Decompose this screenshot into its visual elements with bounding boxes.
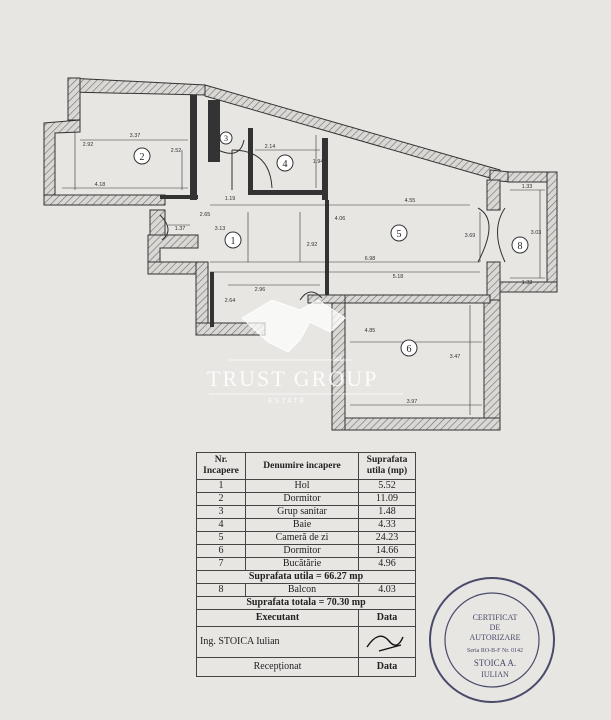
handshake-logo (209, 299, 403, 395)
dim-text: 6.98 (365, 256, 376, 262)
col-header-nr: Nr. Incapere (196, 452, 246, 480)
col-header-area: Suprafata utila (mp) (358, 452, 416, 480)
watermark-title: TRUST GROUP (207, 366, 379, 391)
room-8-label: 8 (518, 241, 523, 252)
door-swings (159, 139, 506, 301)
room-1-label: 1 (231, 236, 236, 247)
room-6-label: 6 (407, 344, 412, 355)
engineer-row: Ing. STOICA Iulian (196, 626, 416, 658)
dim-text: 4.85 (365, 328, 376, 334)
certification-stamp: CERTIFICAT DE AUTORIZARE Seria RO-B-F Nr… (429, 577, 555, 703)
dim-text: 1.37 (175, 226, 186, 232)
room-area-table: Nr. Incapere Denumire incapere Suprafata… (196, 452, 416, 677)
exterior-walls (43, 77, 558, 431)
dim-text: 2.96 (255, 287, 266, 293)
interior-walls (160, 95, 329, 327)
dim-text: 1.33 (522, 184, 533, 190)
dim-text: 2.92 (83, 142, 94, 148)
room-markers (133, 131, 529, 357)
stamp-line3: AUTORIZARE (470, 633, 521, 642)
dim-text: 4.55 (405, 198, 416, 204)
total-util-row: Suprafata utila = 66.27 mp (196, 570, 416, 584)
room-2-label: 2 (140, 152, 145, 163)
dim-text: 3.13 (215, 226, 226, 232)
dim-text: 1.19 (225, 196, 236, 202)
watermark-subtitle: ESTATE (268, 398, 307, 405)
dim-text: 5.18 (393, 274, 404, 280)
dim-text: 4.06 (335, 216, 346, 222)
stamp-line2: DE (490, 623, 501, 632)
dim-text: 4.18 (95, 182, 106, 188)
dim-text: 3.37 (130, 133, 141, 139)
dimension-lines (62, 132, 545, 415)
dim-text: 2.64 (225, 298, 236, 304)
col-header-name: Denumire incapere (245, 452, 359, 480)
dim-text: 1.33 (522, 280, 533, 286)
stamp-series: Seria RO-B-F Nr. 0142 (467, 648, 523, 654)
dim-text: 2.52 (171, 148, 182, 154)
room-3-label: 3 (224, 134, 228, 143)
watermark-tag: sci (333, 354, 342, 363)
dim-text: 2.92 (307, 242, 318, 248)
room-5-label: 5 (397, 229, 402, 240)
dim-text: 1.94 (313, 159, 324, 165)
dim-text: 2.14 (265, 144, 276, 150)
room-4-label: 4 (283, 159, 288, 170)
stamp-line1: CERTIFICAT (473, 613, 518, 622)
floor-plan-drawing: 2 3 4 5 8 1 6 3.37 2.92 2.52 4.18 2.14 1… (43, 77, 558, 431)
dim-text: 3.47 (450, 354, 461, 360)
dim-text: 3.97 (407, 399, 418, 405)
dim-text: 3.03 (531, 230, 542, 236)
stamp-name1: STOICA A. (474, 658, 516, 668)
dim-text: 2.65 (200, 212, 211, 218)
stamp-name2: IULIAN (481, 670, 509, 679)
total-row: Suprafata totala = 70.30 mp (196, 596, 416, 610)
signature-mark (366, 635, 404, 652)
dim-text: 3.69 (465, 233, 476, 239)
